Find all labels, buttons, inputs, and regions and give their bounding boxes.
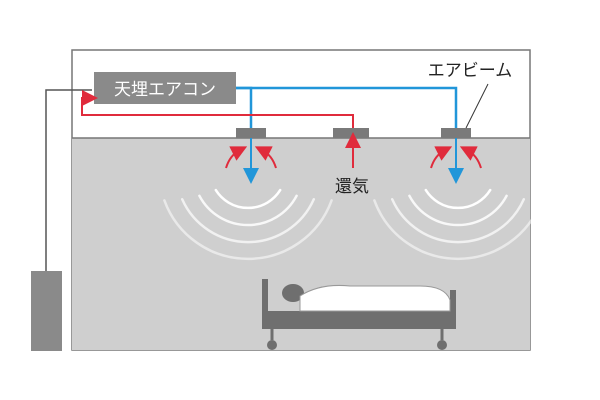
air-waves-right (373, 188, 543, 261)
return-arrow-right-1 (430, 146, 453, 169)
left-wave-arc (180, 198, 316, 244)
right-wave-arc (390, 198, 526, 244)
refrigerant-pipe (45, 89, 92, 271)
supply-duct (236, 86, 458, 128)
air-beam-leader-line (465, 83, 489, 129)
air-waves-left (163, 188, 333, 261)
return-duct (81, 90, 354, 150)
left-wave-arc (198, 194, 298, 227)
return-arrow-left-2 (254, 146, 277, 169)
left-wave-arc (163, 199, 333, 261)
air-beam-label: エアビーム (428, 61, 513, 81)
ceiling-ac-label: 天埋エアコン (114, 80, 216, 100)
left-wave-arc (214, 188, 282, 210)
return-arrow-right-2 (459, 146, 482, 169)
return-grille (333, 128, 369, 138)
right-wave-arc (373, 199, 543, 261)
right-wave-arc (408, 194, 508, 227)
ceiling-ac-unit (94, 72, 236, 104)
return-air-label: 還気 (335, 177, 369, 197)
right-wave-arc (424, 188, 492, 210)
air-beam-diffuser-right (441, 128, 471, 138)
return-arrow-left-1 (225, 146, 248, 169)
patient (282, 284, 451, 312)
air-beam-diffuser-left (236, 128, 266, 138)
outdoor-unit (31, 271, 62, 351)
